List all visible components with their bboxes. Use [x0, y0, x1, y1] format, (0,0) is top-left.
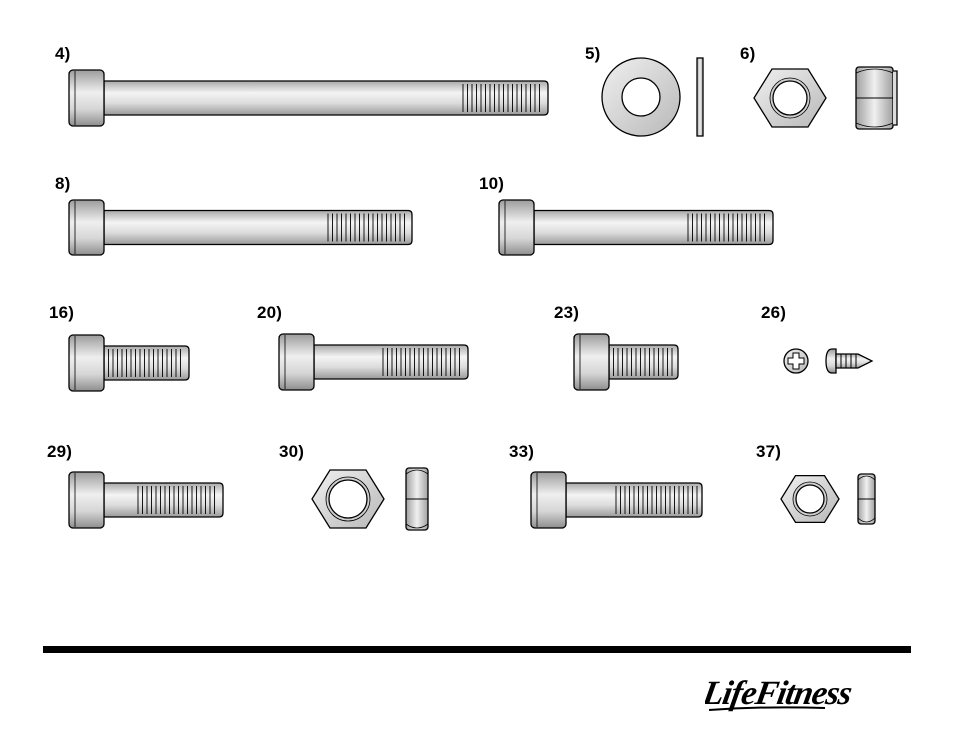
- bolt-33-icon: [531, 472, 702, 528]
- bolt-20-icon: [279, 334, 468, 390]
- bolt-23-icon: [574, 334, 678, 390]
- bolt-4-icon: [69, 70, 548, 126]
- life-fitness-logo: LifeFitness: [705, 672, 911, 714]
- logo-wordmark: LifeFitness: [705, 674, 855, 712]
- hex-nut-6-icon: [754, 67, 897, 129]
- flat-washer-5-icon: [602, 58, 703, 136]
- pan-head-screw-icon: [784, 349, 872, 373]
- bolt-8-icon: [69, 200, 412, 255]
- bolt-29-icon: [69, 472, 223, 528]
- hex-nut-30-icon: [312, 468, 428, 530]
- bolt-16-icon: [69, 335, 189, 391]
- footer-rule: [43, 646, 911, 653]
- bolt-10-icon: [499, 200, 773, 255]
- hex-nut-37-icon: [781, 474, 875, 524]
